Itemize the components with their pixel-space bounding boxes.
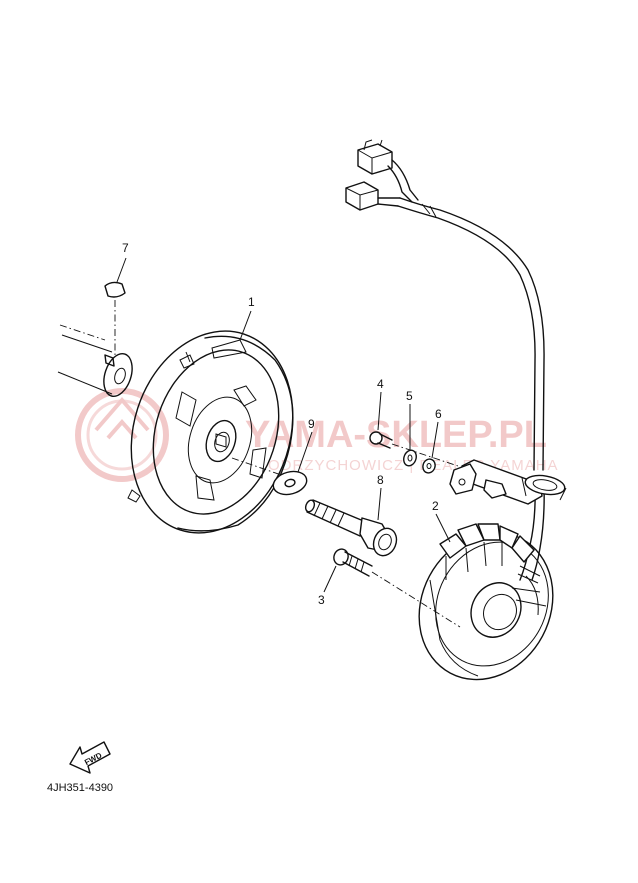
lead-clamp-screw bbox=[369, 431, 471, 471]
callout-1: 1 bbox=[248, 295, 255, 309]
drawing-number: 4JH351-4390 bbox=[47, 782, 114, 794]
callout-8: 8 bbox=[377, 473, 384, 487]
watermark-title: YAMA-SKLEP.PL bbox=[245, 414, 547, 456]
yamaha-logo-watermark-icon bbox=[75, 388, 169, 482]
callout-6: 6 bbox=[435, 407, 442, 421]
woodruff-key bbox=[104, 281, 126, 355]
callout-9: 9 bbox=[308, 417, 315, 431]
rotor-bolt bbox=[304, 499, 398, 557]
flywheel-rotor bbox=[127, 330, 294, 534]
plain-washer bbox=[272, 470, 308, 496]
callout-3: 3 bbox=[318, 593, 325, 607]
small-washer bbox=[422, 458, 436, 474]
callout-4: 4 bbox=[377, 377, 384, 391]
crankshaft-end bbox=[57, 324, 133, 398]
callout-7: 7 bbox=[122, 241, 129, 255]
leader-lines bbox=[116, 257, 451, 593]
callout-5: 5 bbox=[406, 389, 413, 403]
forward-arrow-icon: FWD bbox=[69, 741, 111, 774]
stator-assembly bbox=[418, 523, 554, 681]
callout-2: 2 bbox=[432, 499, 439, 513]
coupler-connectors bbox=[345, 139, 419, 211]
lock-washer bbox=[403, 449, 417, 467]
lead-grommet bbox=[449, 459, 567, 505]
stator-screw bbox=[333, 548, 461, 628]
